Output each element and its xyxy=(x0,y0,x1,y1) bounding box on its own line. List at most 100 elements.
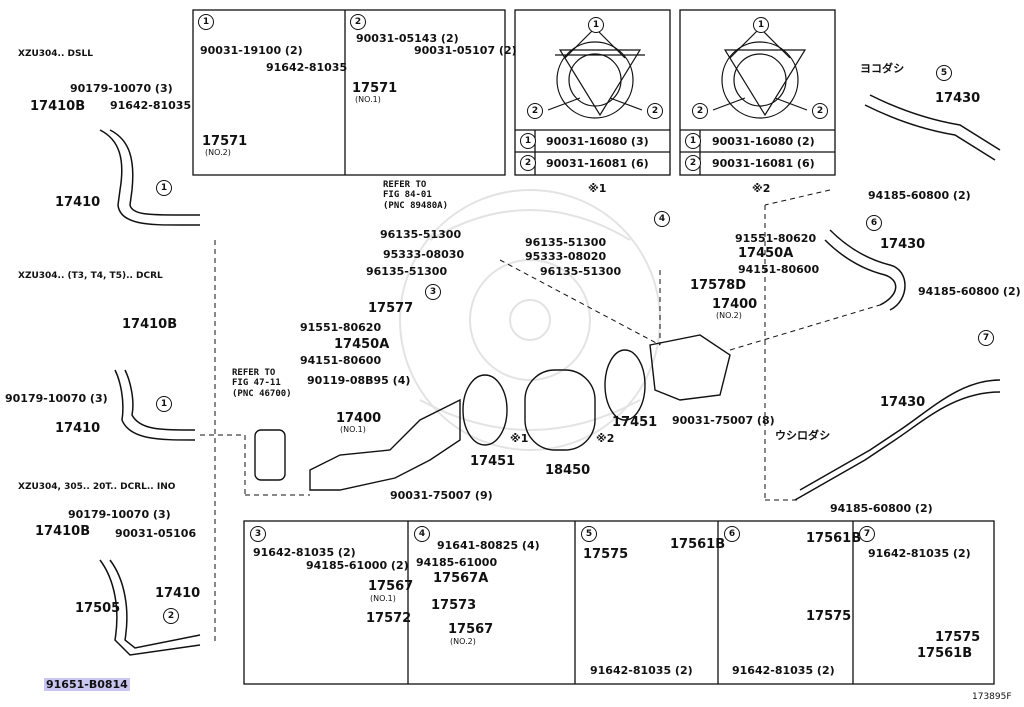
callout-7-box: 7 xyxy=(859,526,875,542)
part-90031-19100[interactable]: 90031-19100 (2) xyxy=(200,44,303,57)
callout-1-table1: 1 xyxy=(520,133,536,149)
part-96135-b[interactable]: 96135-51300 xyxy=(525,236,607,249)
callout-1-a[interactable]: 1 xyxy=(156,180,172,196)
part-17561b-box7[interactable]: 17561B xyxy=(917,646,973,661)
part-17571-box1[interactable]: 17571 xyxy=(202,134,248,149)
callout-2-a[interactable]: 2 xyxy=(163,608,179,624)
part-91651-highlighted[interactable]: 91651-B0814 xyxy=(44,678,130,691)
part-94185-61000-box4[interactable]: 94185-61000 xyxy=(416,556,498,569)
variant-dsll: XZU304.. DSLL xyxy=(18,49,93,59)
part-91642-box3[interactable]: 91642-81035 (2) xyxy=(253,546,356,559)
callout-1-box[interactable]: 1 xyxy=(198,14,214,30)
leader-lines xyxy=(200,189,881,645)
part-17410b-b[interactable]: 17410B xyxy=(122,317,178,332)
part-17505[interactable]: 17505 xyxy=(75,601,121,616)
part-17430-b[interactable]: 17430 xyxy=(880,237,926,252)
callout-1-gasket1: 1 xyxy=(588,17,604,33)
part-90031-16081-a[interactable]: 90031-16081 (6) xyxy=(546,157,649,170)
callout-2-box[interactable]: 2 xyxy=(350,14,366,30)
part-90031-05106[interactable]: 90031-05106 xyxy=(115,527,197,540)
part-17410b-c[interactable]: 17410B xyxy=(35,524,91,539)
part-90179-a[interactable]: 90179-10070 (3) xyxy=(70,82,173,95)
diagram-id: 173895F xyxy=(972,692,1012,702)
part-17575-box6[interactable]: 17575 xyxy=(806,609,852,624)
callout-3[interactable]: 3 xyxy=(425,284,441,300)
part-94185-c[interactable]: 94185-60800 (2) xyxy=(830,502,933,515)
part-91642-box6[interactable]: 91642-81035 (2) xyxy=(732,664,835,677)
part-17567a[interactable]: 17567A xyxy=(433,571,489,586)
part-91642-box7[interactable]: 91642-81035 (2) xyxy=(868,547,971,560)
callout-4-box: 4 xyxy=(414,526,430,542)
part-90031-05143[interactable]: 90031-05143 (2) xyxy=(356,32,459,45)
part-17410b-a[interactable]: 17410B xyxy=(30,99,86,114)
part-95333-08030[interactable]: 95333-08030 xyxy=(383,248,465,261)
part-90031-75007-9[interactable]: 90031-75007 (9) xyxy=(390,489,493,502)
part-17561b-box5[interactable]: 17561B xyxy=(670,537,726,552)
part-17430-c[interactable]: 17430 xyxy=(880,395,926,410)
part-17572[interactable]: 17572 xyxy=(366,611,412,626)
part-17400-a[interactable]: 17400 xyxy=(336,411,382,426)
yokodashi-label: ヨコダシ xyxy=(860,62,905,75)
reference-fig-47[interactable]: REFER TO FIG 47-11 (PNC 46700) xyxy=(232,368,292,399)
part-90031-16080-b[interactable]: 90031-16080 (2) xyxy=(712,135,815,148)
callout-6[interactable]: 6 xyxy=(866,215,882,231)
part-90031-05107[interactable]: 90031-05107 (2) xyxy=(414,44,517,57)
reference-fig-84[interactable]: REFER TO FIG 84-01 (PNC 89480A) xyxy=(383,180,449,211)
part-91551-a[interactable]: 91551-80620 xyxy=(300,321,382,334)
part-94151-a[interactable]: 94151-80600 xyxy=(300,354,382,367)
part-94185-61000-box3[interactable]: 94185-61000 (2) xyxy=(306,559,409,572)
part-95333-08020[interactable]: 95333-08020 xyxy=(525,250,607,263)
part-18450[interactable]: 18450 xyxy=(545,463,591,478)
callout-4[interactable]: 4 xyxy=(654,211,670,227)
part-90031-75007-8[interactable]: 90031-75007 (8) xyxy=(672,414,775,427)
part-17578d[interactable]: 17578D xyxy=(690,278,747,293)
part-91551-b[interactable]: 91551-80620 xyxy=(735,232,817,245)
part-17571-box2[interactable]: 17571 xyxy=(352,81,398,96)
part-17430-a[interactable]: 17430 xyxy=(935,91,981,106)
part-17567-box3[interactable]: 17567 xyxy=(368,579,414,594)
part-17451-a[interactable]: 17451 xyxy=(470,454,516,469)
part-90179-c[interactable]: 90179-10070 (3) xyxy=(68,508,171,521)
marker-1-gasket: ※1 xyxy=(588,182,607,195)
part-17410-a[interactable]: 17410 xyxy=(55,195,101,210)
part-91642-box1[interactable]: 91642-81035 xyxy=(266,61,348,74)
front-pipes xyxy=(99,129,201,656)
part-17410-b[interactable]: 17410 xyxy=(55,421,101,436)
variant-dcrl: XZU304.. (T3, T4, T5).. DCRL xyxy=(18,271,163,281)
tail-pipes xyxy=(794,94,1001,501)
part-91642-box5[interactable]: 91642-81035 (2) xyxy=(590,664,693,677)
part-94151-b[interactable]: 94151-80600 xyxy=(738,263,820,276)
callout-3-box: 3 xyxy=(250,526,266,542)
part-17567-box4[interactable]: 17567 xyxy=(448,622,494,637)
part-91642-a[interactable]: 91642-81035 xyxy=(110,99,192,112)
part-17450a-b[interactable]: 17450A xyxy=(738,246,794,261)
part-17410-c[interactable]: 17410 xyxy=(155,586,201,601)
marker-2-gasket: ※2 xyxy=(752,182,771,195)
callout-7[interactable]: 7 xyxy=(978,330,994,346)
part-94185-a[interactable]: 94185-60800 (2) xyxy=(868,189,971,202)
part-91641[interactable]: 91641-80825 (4) xyxy=(437,539,540,552)
part-96135-d[interactable]: 96135-51300 xyxy=(540,265,622,278)
part-17575-box7[interactable]: 17575 xyxy=(935,630,981,645)
part-17451-b[interactable]: 17451 xyxy=(612,415,658,430)
part-96135-a[interactable]: 96135-51300 xyxy=(380,228,462,241)
callout-5-box: 5 xyxy=(581,526,597,542)
no2-box1: (NO.2) xyxy=(205,148,231,157)
part-17575-box5[interactable]: 17575 xyxy=(583,547,629,562)
part-17450a-a[interactable]: 17450A xyxy=(334,337,390,352)
callout-1-table2: 1 xyxy=(685,133,701,149)
callout-2-gasket1-l: 2 xyxy=(527,103,543,119)
part-90031-16080-a[interactable]: 90031-16080 (3) xyxy=(546,135,649,148)
part-94185-b[interactable]: 94185-60800 (2) xyxy=(918,285,1021,298)
part-17400-b[interactable]: 17400 xyxy=(712,297,758,312)
part-90031-16081-b[interactable]: 90031-16081 (6) xyxy=(712,157,815,170)
callout-1-b[interactable]: 1 xyxy=(156,396,172,412)
part-90179-b[interactable]: 90179-10070 (3) xyxy=(5,392,108,405)
part-17561b-box6[interactable]: 17561B xyxy=(806,531,862,546)
part-17573[interactable]: 17573 xyxy=(431,598,477,613)
no1-17400: (NO.1) xyxy=(340,425,366,434)
callout-5[interactable]: 5 xyxy=(936,65,952,81)
part-90119[interactable]: 90119-08B95 (4) xyxy=(307,374,411,387)
part-17577[interactable]: 17577 xyxy=(368,301,414,316)
part-96135-c[interactable]: 96135-51300 xyxy=(366,265,448,278)
